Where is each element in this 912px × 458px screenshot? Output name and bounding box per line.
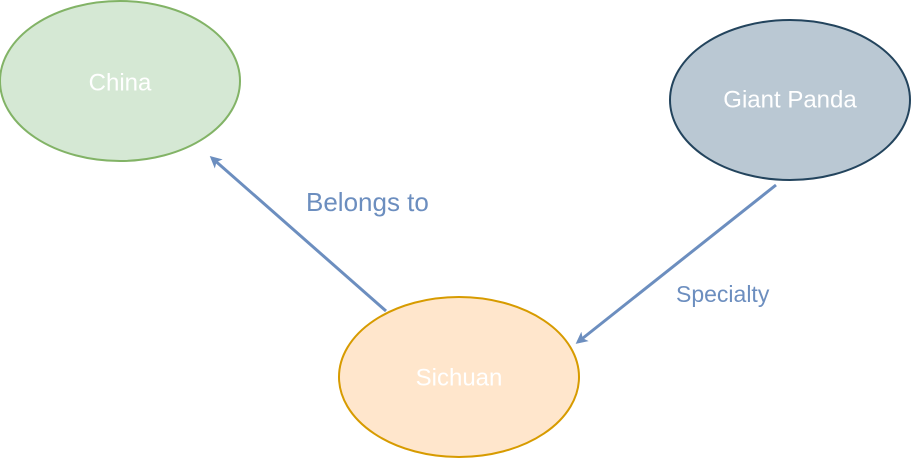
edge-specialty: Specialty <box>575 183 777 344</box>
edge-specialty-line <box>575 183 777 344</box>
node-giant-panda[interactable]: Giant Panda <box>669 19 911 181</box>
node-sichuan[interactable]: Sichuan <box>338 296 580 458</box>
node-china[interactable]: China <box>0 0 241 162</box>
node-giant-panda-label: Giant Panda <box>723 86 857 113</box>
node-giant-panda-shape <box>669 19 911 181</box>
node-china-label: China <box>89 69 152 96</box>
edge-belongs-to: Belongs to <box>209 156 429 313</box>
edge-belongs-to-line <box>209 156 387 313</box>
node-sichuan-shape <box>338 296 580 458</box>
edge-specialty-label: Specialty <box>676 281 770 307</box>
node-sichuan-label: Sichuan <box>416 364 503 391</box>
node-china-shape <box>0 0 241 162</box>
edge-belongs-to-label: Belongs to <box>306 187 429 217</box>
